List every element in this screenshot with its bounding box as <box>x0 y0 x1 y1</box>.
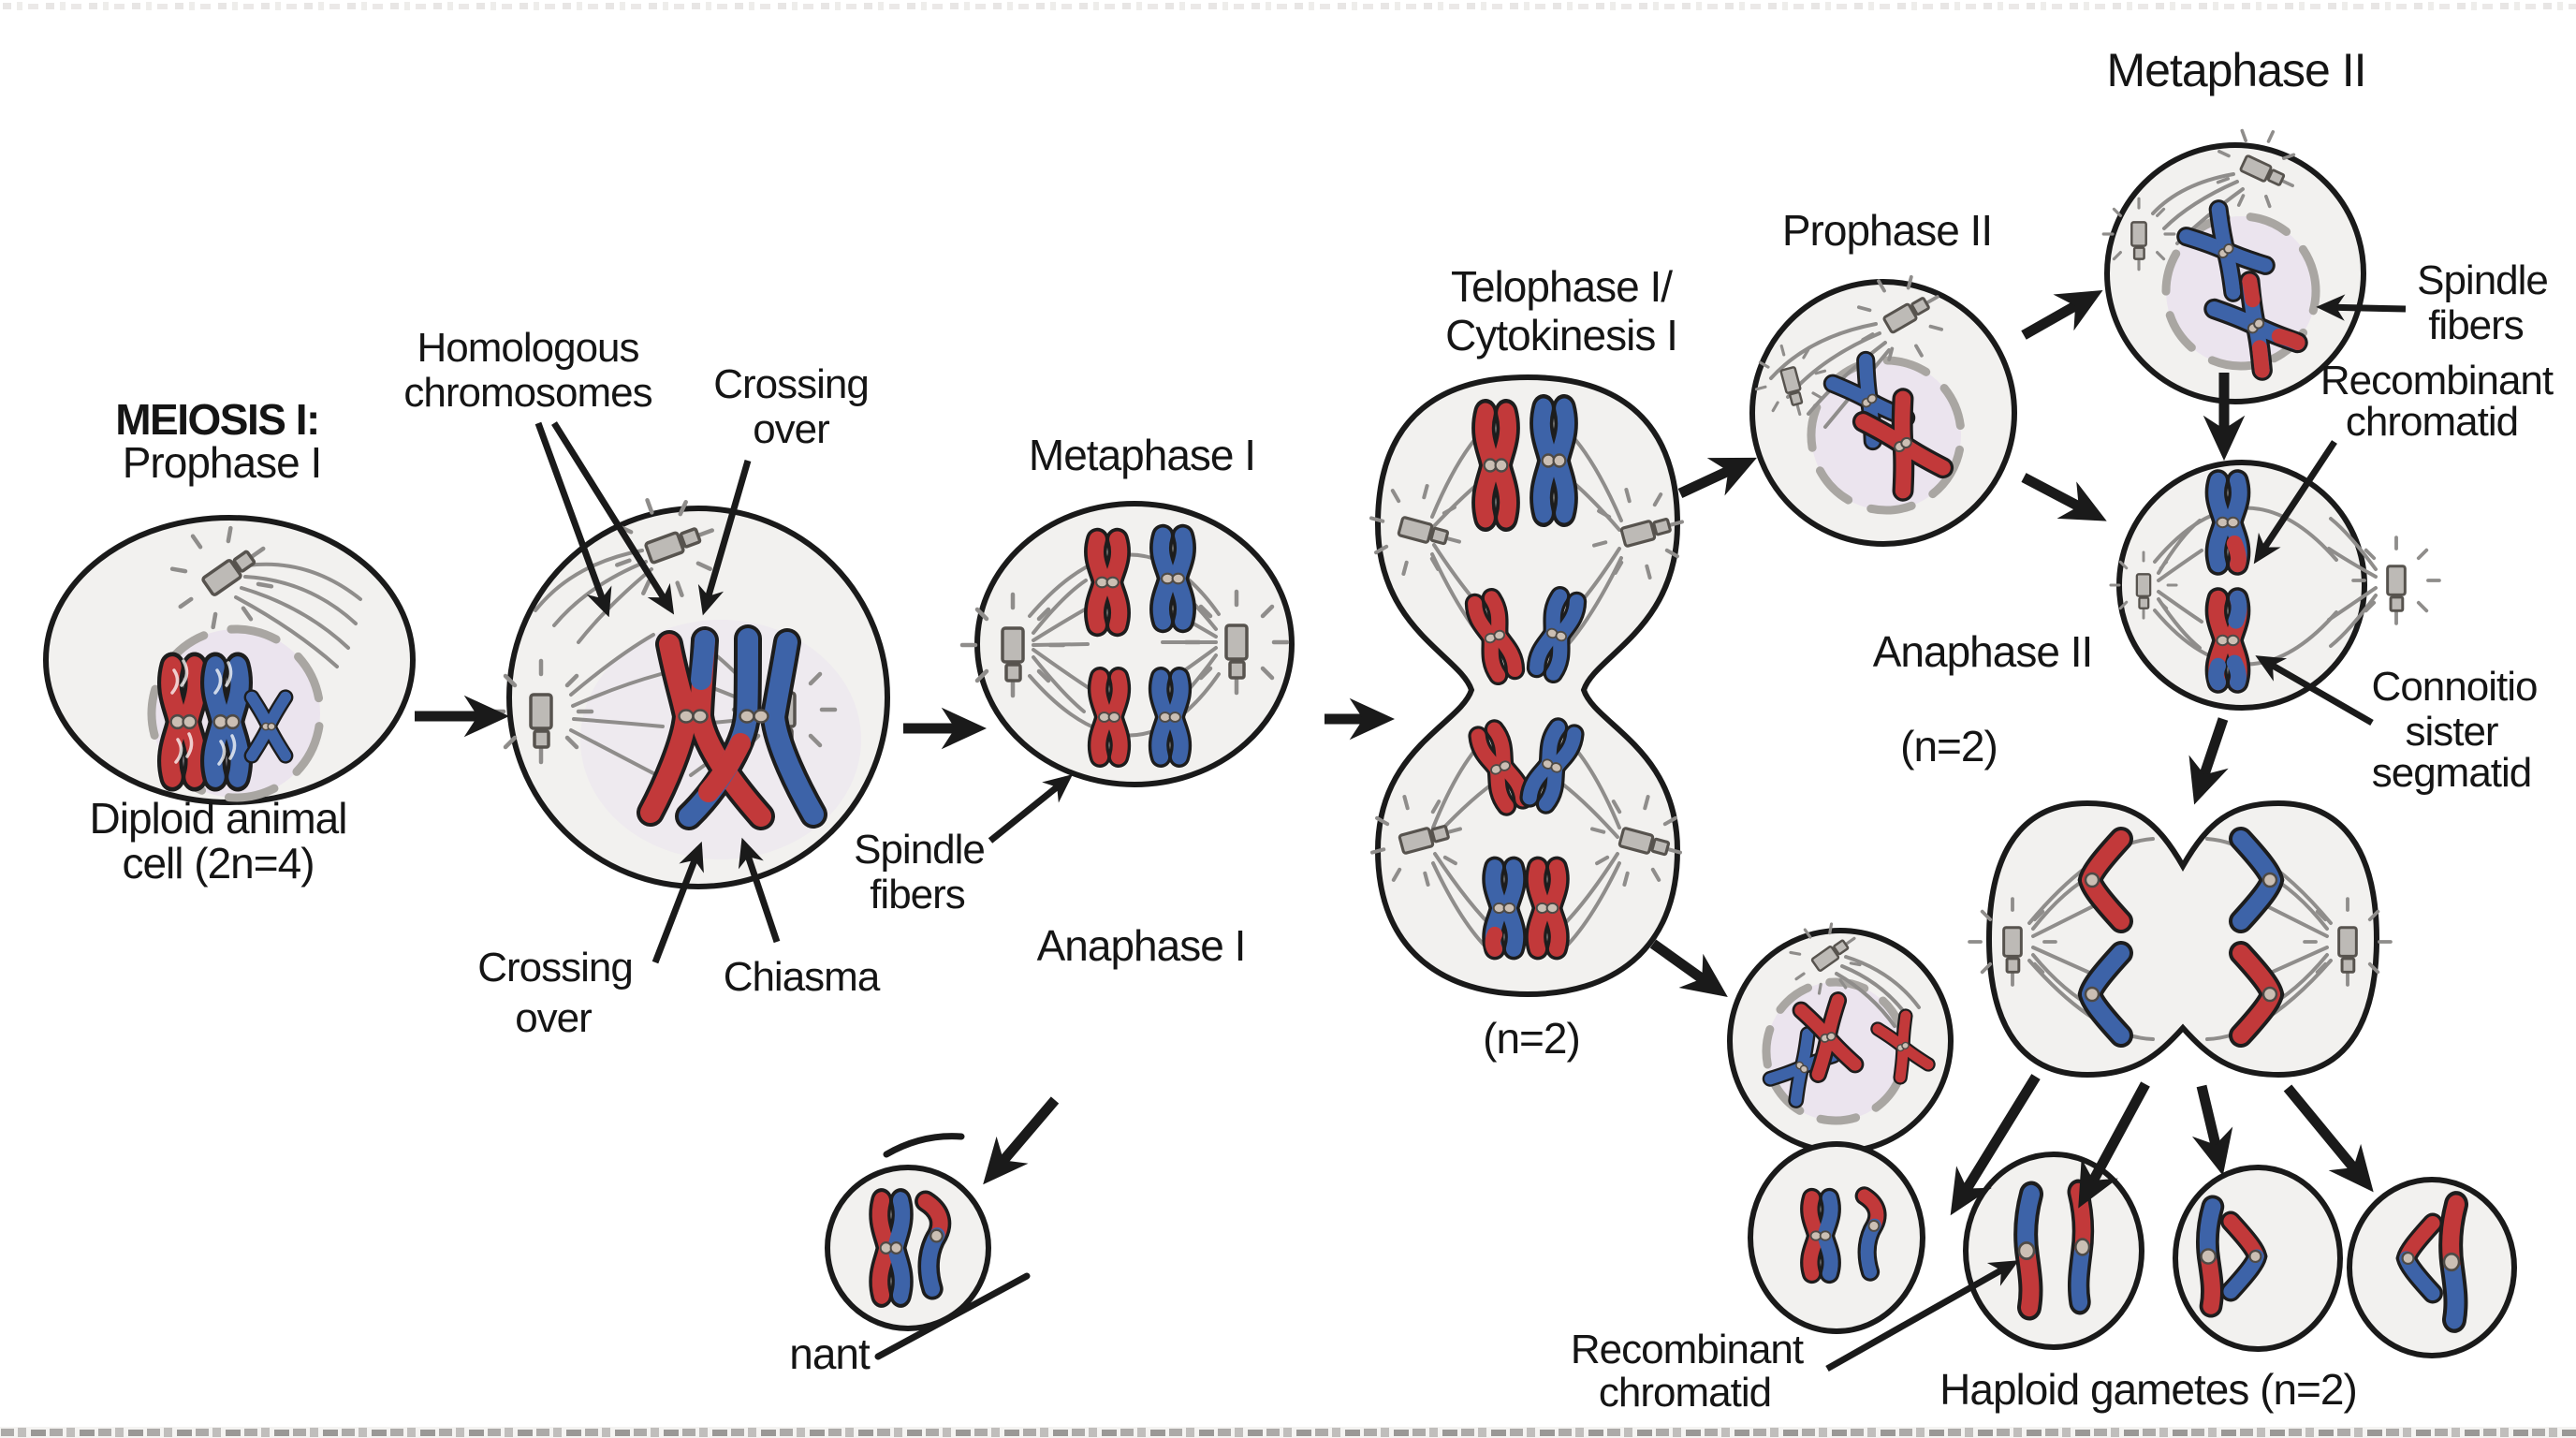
recombinant-right-pointer <box>2253 440 2337 565</box>
cell-anaphase-2 <box>2109 460 2441 711</box>
recombinant-chromosome <box>2214 281 2297 370</box>
recombinant-bottom-line2: chromatid <box>1599 1370 1771 1416</box>
chromatid <box>2076 1192 2089 1302</box>
bottom-edge-artifact <box>0 1427 2576 1438</box>
spindle-fibers-left-line2: fibers <box>870 872 965 917</box>
cell-metaphase-1 <box>962 501 1295 787</box>
centrosome <box>962 594 1063 696</box>
cell-metaphase-2 <box>2101 112 2366 404</box>
cell-prophase-2 <box>1746 257 2017 547</box>
crossing-over-bottom-line1: Crossing <box>477 945 633 990</box>
cell-telophase-1 <box>1359 374 1693 998</box>
chiasma-pointer <box>738 837 781 944</box>
sister-chromatid-chromosome <box>2216 598 2239 682</box>
arrow-prophase2-to-metaphase2 <box>2021 290 2103 340</box>
arrow-to-gamete-2 <box>2078 1081 2150 1209</box>
meiosis-1-title: MEIOSIS I: <box>115 395 319 444</box>
homologous-pointer-b <box>551 421 675 615</box>
partial-arc-fragment <box>883 1133 965 1158</box>
stage-flow-arrows <box>415 290 2374 1216</box>
homologous-label-line2: chromosomes <box>403 370 651 416</box>
homologous-chromosome-pair <box>170 661 285 777</box>
crossing-over-top-line1: Crossing <box>713 361 869 407</box>
tetrad-crossing-over <box>637 624 827 830</box>
spindle-fibers-right-line2: fibers <box>2428 302 2524 348</box>
centrosome <box>2303 897 2393 987</box>
cell-prophase-2-lower <box>1727 907 1954 1154</box>
spindle-fibers <box>234 562 362 668</box>
cell-telophase-2 <box>1968 800 2393 1078</box>
centrosome <box>490 661 592 762</box>
diploid-cell-caption-line2: cell (2n=4) <box>122 839 314 888</box>
spindle-fibers-right-line1: Spindle <box>2417 257 2548 303</box>
gamete-1 <box>1748 1141 1925 1334</box>
diploid-cell-caption-line1: Diploid animal <box>90 794 347 843</box>
prophase-2-label: Prophase II <box>1782 206 1992 255</box>
connoitio-pointer <box>2255 655 2374 726</box>
anaphase-1-label: Anaphase I <box>1037 921 1246 970</box>
chromatid <box>2444 1204 2459 1319</box>
cell-crossing-over <box>490 483 890 889</box>
chiasma-label: Chiasma <box>724 954 881 1000</box>
metaphase-2-label: Metaphase II <box>2106 44 2365 96</box>
anaphase-2-label: Anaphase II <box>1873 627 2093 676</box>
connoitio-line1: Connoitio <box>2372 664 2538 710</box>
crossing-over-top-pointer <box>697 460 752 616</box>
arrow-anaphase2-to-telophase2 <box>2188 717 2229 805</box>
spindle-fibers-right-pointer <box>2316 294 2407 321</box>
n2-telophase-label: (n=2) <box>1483 1014 1580 1063</box>
homologous-pointer-a <box>534 421 612 618</box>
telophase-1-label-line1: Telophase I/ <box>1451 262 1673 311</box>
chromatid <box>926 1201 943 1289</box>
gamete-4 <box>2347 1177 2517 1358</box>
prophase-1-label: Prophase I <box>123 438 321 487</box>
chromatid <box>2202 1207 2216 1306</box>
n2-anaphase-label: (n=2) <box>1900 722 1998 770</box>
connoitio-line2: sister <box>2405 709 2497 755</box>
cell-prophase-1 <box>43 507 416 805</box>
haploid-gametes-caption: Haploid gametes (n=2) <box>1939 1365 2357 1414</box>
gamete-3 <box>2173 1165 2343 1352</box>
partial-label-fragment: nant <box>789 1329 871 1378</box>
crossing-over-bottom-pointer <box>651 841 704 964</box>
connoitio-line3: segmatid <box>2372 750 2532 796</box>
arrow-telophase1-to-prophase2 <box>1677 457 1757 498</box>
telophase-chromosomes <box>1473 408 1578 949</box>
gamete-2 <box>1963 1152 2144 1350</box>
recombinant-right-line1: Recombinant <box>2320 358 2554 404</box>
arrow-anaphase1-to-partial-cell <box>983 1096 1060 1185</box>
cell-partial-bottom-left <box>825 1133 1031 1360</box>
recombinant-bottom-pointer <box>1825 1260 2019 1372</box>
crossing-over-bottom-line2: over <box>515 995 592 1041</box>
crossing-over-top-line2: over <box>753 406 829 452</box>
spindle-fibers-left-pointer <box>988 774 1073 844</box>
metaphase-1-label: Metaphase I <box>1029 431 1255 479</box>
chromatid <box>1865 1196 1880 1271</box>
arrow-to-gamete-3 <box>2191 1084 2233 1176</box>
homologous-label-line1: Homologous <box>417 325 638 371</box>
arrow-to-gamete-1 <box>1950 1074 2041 1216</box>
recombinant-right-line2: chromatid <box>2346 399 2518 445</box>
recombinant-chromatid-chromosome <box>2217 480 2240 565</box>
recombinant-bottom-line1: Recombinant <box>1571 1327 1804 1372</box>
centrosome <box>2101 197 2176 271</box>
partial-leader-line <box>874 1272 1031 1360</box>
chromatid <box>2019 1195 2034 1308</box>
centrosome <box>2351 536 2441 625</box>
spindle-fibers-left-line1: Spindle <box>854 827 985 873</box>
telophase-1-label-line2: Cytokinesis I <box>1445 311 1677 360</box>
arrow-to-gamete-4 <box>2283 1084 2374 1193</box>
arrow-prophase2-to-anaphase2 <box>2021 473 2107 521</box>
centrosome <box>1186 592 1287 693</box>
centrosome <box>1968 897 2057 987</box>
top-edge-artifact <box>0 0 2576 12</box>
arrow-telophase1-to-lower-cell <box>1649 939 1728 998</box>
